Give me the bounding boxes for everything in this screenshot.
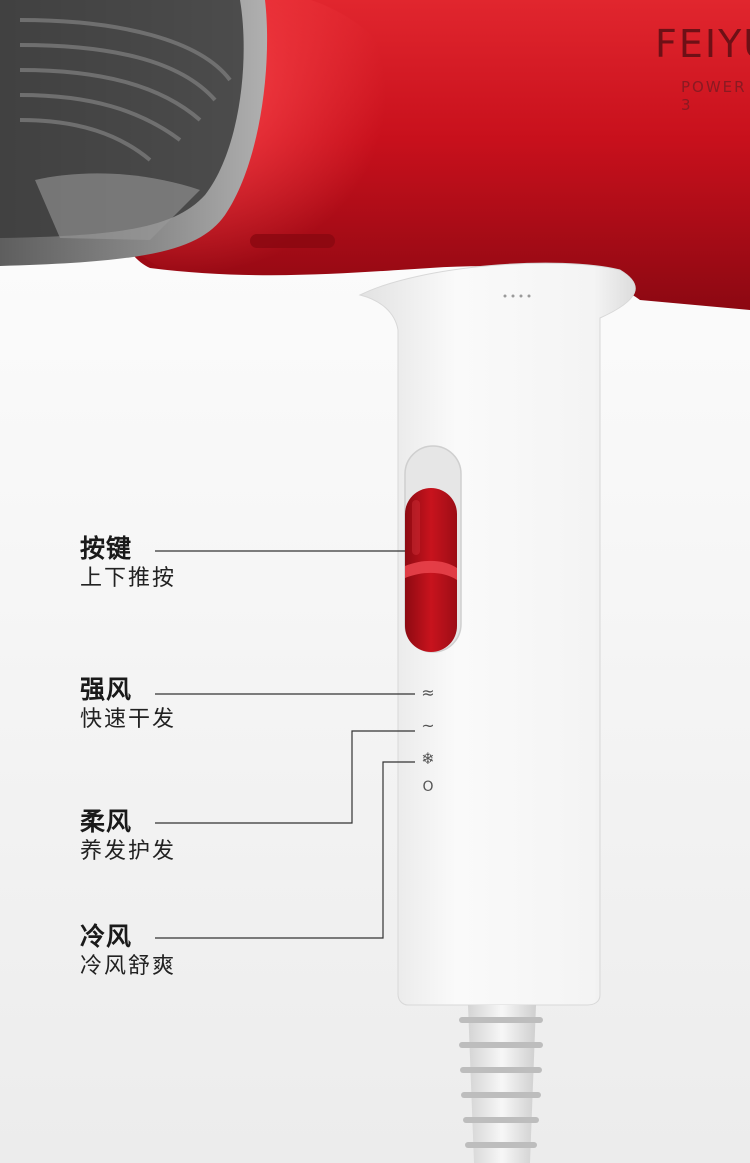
soft-wind-icon: ~: [421, 716, 435, 735]
callout-cold-title: 冷风: [80, 922, 133, 951]
snowflake-icon: ❄: [421, 749, 435, 768]
brand-power-label: POWER 3: [681, 78, 747, 114]
callout-soft-desc: 养发护发: [80, 839, 177, 864]
callout-strong-title: 强风: [80, 675, 133, 704]
callout-strong-desc: 快速干发: [80, 707, 177, 732]
grille-icon: [19, 18, 232, 162]
dryer-handle: [358, 262, 636, 1006]
off-icon: O: [422, 779, 434, 795]
brand-name: FEIYU: [655, 22, 750, 66]
callout-soft: 柔风 养发护发: [80, 807, 176, 867]
indicator-dots-icon: [503, 294, 531, 298]
callout-key-title: 按键: [80, 534, 133, 563]
leader-line-cold: [155, 761, 415, 939]
body-vent-slot: [250, 234, 335, 248]
leader-lines: [155, 550, 415, 939]
callout-strong: 强风 快速干发: [80, 675, 176, 735]
callout-key-desc: 上下推按: [80, 566, 177, 591]
power-cord: [459, 1005, 543, 1163]
callout-cold-desc: 冷风舒爽: [80, 954, 177, 979]
leader-line-soft: [155, 730, 415, 824]
callout-key: 按键 上下推按: [80, 534, 176, 594]
callout-cold: 冷风 冷风舒爽: [80, 922, 176, 982]
callout-soft-title: 柔风: [80, 807, 133, 836]
strong-wind-icon: ≈: [421, 683, 435, 702]
